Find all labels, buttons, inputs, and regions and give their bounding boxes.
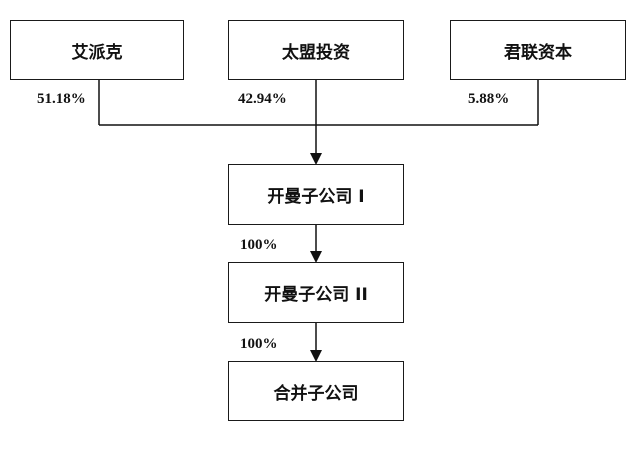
shareholder-box-aipaike: 艾派克 <box>10 20 184 80</box>
share-label-aipaike: 51.18% <box>37 91 86 107</box>
shareholder-name: 太盟投资 <box>282 42 350 63</box>
entity-box-cayman-sub-1: 开曼子公司 I <box>228 164 404 225</box>
entity-box-cayman-sub-2: 开曼子公司 II <box>228 262 404 323</box>
shareholder-box-taimeng: 太盟投资 <box>228 20 404 80</box>
shareholder-name: 艾派克 <box>71 42 123 63</box>
entity-name: 开曼子公司 II <box>264 285 368 305</box>
share-label-level3: 100% <box>240 336 278 352</box>
entity-box-merger-sub: 合并子公司 <box>228 361 404 421</box>
entity-name: 合并子公司 <box>273 383 359 404</box>
shareholder-name: 君联资本 <box>504 42 572 63</box>
entity-name: 开曼子公司 I <box>267 187 365 207</box>
share-label-taimeng: 42.94% <box>238 91 287 107</box>
shareholder-box-junlian: 君联资本 <box>450 20 626 80</box>
share-label-junlian: 5.88% <box>468 91 510 107</box>
share-label-level2: 100% <box>240 237 278 253</box>
